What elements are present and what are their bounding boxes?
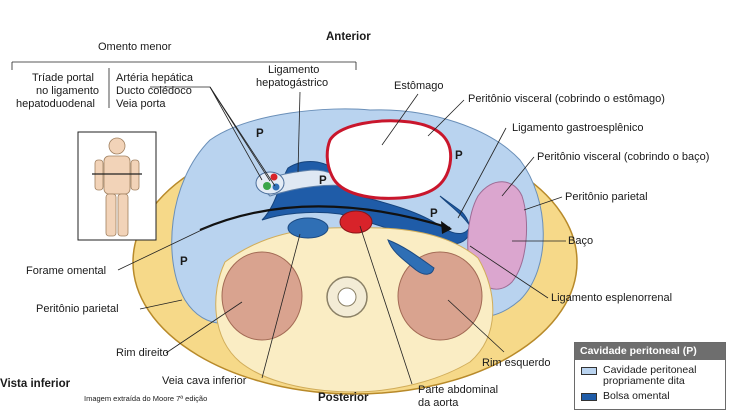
legend-label-cavity-2: propriamente dita: [603, 375, 685, 387]
p-marker-5: P: [180, 256, 188, 268]
legend-label-cavity-1: Cavidade peritoneal: [603, 364, 697, 376]
lig-hepatogastrico-label-2: hepatogástrico: [256, 77, 329, 89]
legend-label-bursa: Bolsa omental: [603, 390, 670, 402]
p-marker-1: P: [256, 128, 264, 140]
legend-swatch-bursa: [581, 393, 597, 401]
legend-swatch-cavity: [581, 367, 597, 375]
legend-title: Cavidade peritoneal (P): [575, 343, 725, 360]
lig-gastroesplenico-label: Ligamento gastroesplênico: [512, 122, 644, 134]
p-marker-2: P: [319, 175, 327, 187]
vista-inferior-label: Vista inferior: [0, 378, 71, 390]
rim-esquerdo-label: Rim esquerdo: [482, 357, 551, 369]
peritonio-parietal-left-label: Peritônio parietal: [36, 303, 119, 315]
left-renal-vein: [387, 239, 435, 275]
estomago-label: Estômago: [394, 80, 444, 92]
anterior-label: Anterior: [326, 31, 371, 43]
image-credit: Imagem extraída do Moore 7ª edição: [84, 394, 208, 403]
peritonio-visceral-baco-label: Peritônio visceral (cobrindo o baço): [537, 151, 710, 163]
right-kidney: [221, 251, 303, 341]
spinal-canal: [337, 287, 357, 307]
human-figure: [94, 137, 140, 237]
aorta-label: Parte abdominal: [418, 384, 499, 396]
inferior-vena-cava: [287, 217, 329, 239]
stomach: [325, 119, 453, 200]
triade-portal-label-2: no ligamento: [36, 85, 99, 97]
hepatic-artery: [270, 173, 278, 181]
left-kidney: [397, 251, 483, 341]
posterior-label: Posterior: [318, 392, 369, 404]
omental-foramen-arrow: [199, 205, 451, 232]
omental-foramen-arrowhead: [441, 221, 452, 234]
ducto-coledoco-label: Ducto colédoco: [116, 85, 192, 97]
p-marker-4: P: [430, 208, 438, 220]
arteria-hepatica-label: Artéria hepática: [116, 72, 194, 84]
baco-label: Baço: [568, 235, 594, 247]
triade-portal-label: Tríade portal: [32, 72, 94, 84]
leader-lines: [11, 61, 566, 385]
p-marker-3: P: [455, 150, 463, 162]
portal-triad: [255, 171, 285, 195]
forame-omental-label: Forame omental: [26, 265, 107, 277]
lig-esplenorrenal-label: Ligamento esplenorrenal: [551, 292, 673, 304]
peritonio-visceral-estomago-label: Peritônio visceral (cobrindo o estômago): [468, 93, 665, 105]
lig-hepatogastrico-label: Ligamento: [268, 64, 320, 76]
aorta-label-2: da aorta: [418, 397, 459, 409]
veia-porta-label: Veia porta: [116, 98, 166, 110]
peritonio-parietal-right-label: Peritônio parietal: [565, 191, 648, 203]
triade-portal-label-3: hepatoduodenal: [16, 98, 95, 110]
veia-cava-inferior-label: Veia cava inferior: [162, 375, 247, 387]
bile-duct: [263, 182, 271, 190]
portal-vein: [272, 183, 280, 191]
legend-box: Cavidade peritoneal (P) Cavidade periton…: [574, 342, 726, 410]
omento-menor-label: Omento menor: [98, 41, 172, 53]
abdominal-aorta: [339, 210, 373, 234]
rim-direito-label: Rim direito: [116, 347, 169, 359]
